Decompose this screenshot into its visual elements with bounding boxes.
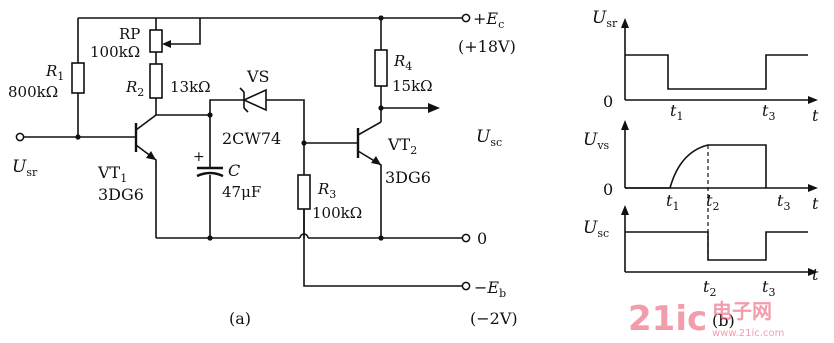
usc-label: Usc xyxy=(583,218,609,240)
ground-terminal xyxy=(461,233,471,243)
vt1-label: VT1 xyxy=(97,163,127,185)
cap-plate-bottom xyxy=(196,171,224,178)
circuit-diagram: +Ec (+18V) R1 800kΩ RP 100kΩ R2 13kΩ Usr xyxy=(8,9,518,328)
ground-label: 0 xyxy=(477,229,487,248)
neg-supply-wire xyxy=(303,209,462,287)
output-arrow xyxy=(428,103,440,113)
output-label: Usc xyxy=(476,127,502,149)
usc-waveform xyxy=(625,231,808,261)
uvs-tick-t2: t2 xyxy=(706,191,719,213)
watermark-url: www.21ic.com xyxy=(712,328,784,339)
usc-t-label: t xyxy=(812,265,819,284)
input-junction xyxy=(75,134,81,140)
uvs-axis-y-arrow xyxy=(621,120,629,130)
caption-a: (a) xyxy=(229,309,251,328)
usr-tick-t1: t1 xyxy=(670,101,683,123)
r2-label: R2 xyxy=(125,78,144,99)
zener-part: 2CW74 xyxy=(222,129,281,148)
node-ground-vt2 xyxy=(378,235,384,241)
r1-value: 800kΩ xyxy=(8,83,58,101)
r1-label: R1 xyxy=(45,62,64,83)
r2-resistor xyxy=(149,63,163,99)
usc-tick-t2: t2 xyxy=(703,277,716,299)
waveform-diagram: Usr 0 t1 t3 t Uvs 0 t1 t2 t3 t Usc t2 t3… xyxy=(583,8,819,330)
supply-neg-label: −Eb xyxy=(474,278,506,300)
r4-resistor xyxy=(374,49,388,87)
usc-axis-y-arrow xyxy=(621,205,629,215)
usr-label: Usr xyxy=(592,8,618,30)
zener-diode xyxy=(239,87,305,238)
rp-wiper-wire xyxy=(168,18,201,45)
usc-axis-t-arrow xyxy=(808,268,818,276)
usc-tick-t3: t3 xyxy=(762,277,775,299)
r3-resistor xyxy=(297,174,311,210)
zener-label: VS xyxy=(246,67,270,86)
r1-resistor xyxy=(71,62,85,94)
usr-t-label: t xyxy=(812,106,819,125)
usr-axis-y-arrow xyxy=(621,18,629,28)
uvs-waveform xyxy=(625,144,767,189)
supply-neg-terminal xyxy=(461,281,471,291)
usr-waveform xyxy=(625,54,808,90)
supply-neg-value: (−2V) xyxy=(470,309,518,328)
uvs-label: Uvs xyxy=(583,130,610,152)
supply-pos-label: +Ec xyxy=(473,9,504,31)
vt1-part: 3DG6 xyxy=(98,185,144,204)
rp-label: RP xyxy=(119,25,140,43)
input-label: Usr xyxy=(12,157,38,179)
r4-label: R4 xyxy=(393,52,412,73)
uvs-t-label: t xyxy=(812,194,819,213)
vt2-part: 3DG6 xyxy=(385,168,431,187)
supply-pos-terminal xyxy=(461,13,471,23)
supply-pos-value: (+18V) xyxy=(458,37,516,56)
watermark-logo: 21ic 电子网 www.21ic.com xyxy=(628,299,784,339)
zener-left-wire xyxy=(209,99,244,115)
r3-label: R3 xyxy=(317,180,336,201)
usr-zero: 0 xyxy=(603,92,613,111)
input-terminal xyxy=(15,132,25,142)
uvs-zero: 0 xyxy=(603,180,613,199)
rp-value: 100kΩ xyxy=(90,43,140,61)
uvs-tick-t3: t3 xyxy=(777,191,790,213)
r2-value: 13kΩ xyxy=(170,78,211,96)
cap-value: 47μF xyxy=(222,183,261,201)
r4-value: 15kΩ xyxy=(392,77,433,95)
caption-b: (b) xyxy=(712,311,735,330)
r3-value: 100kΩ xyxy=(312,204,362,222)
vt1-transistor xyxy=(134,114,210,238)
watermark-21ic: 21ic xyxy=(628,299,707,339)
vt2-transistor xyxy=(356,121,382,238)
usr-axis-t-arrow xyxy=(808,96,818,104)
cap-plus: + xyxy=(193,149,205,165)
watermark-cn: 电子网 xyxy=(712,299,772,323)
vt2-label: VT2 xyxy=(387,135,417,157)
rp-potentiometer xyxy=(149,29,163,53)
node-r4-supply xyxy=(378,15,384,21)
uvs-axis-t-arrow xyxy=(808,184,818,192)
uvs-tick-t1: t1 xyxy=(666,191,679,213)
cap-label: C xyxy=(228,161,240,180)
node-ground-cap xyxy=(207,235,213,241)
rp-wiper-arrow xyxy=(162,40,171,48)
usr-tick-t3: t3 xyxy=(762,101,775,123)
